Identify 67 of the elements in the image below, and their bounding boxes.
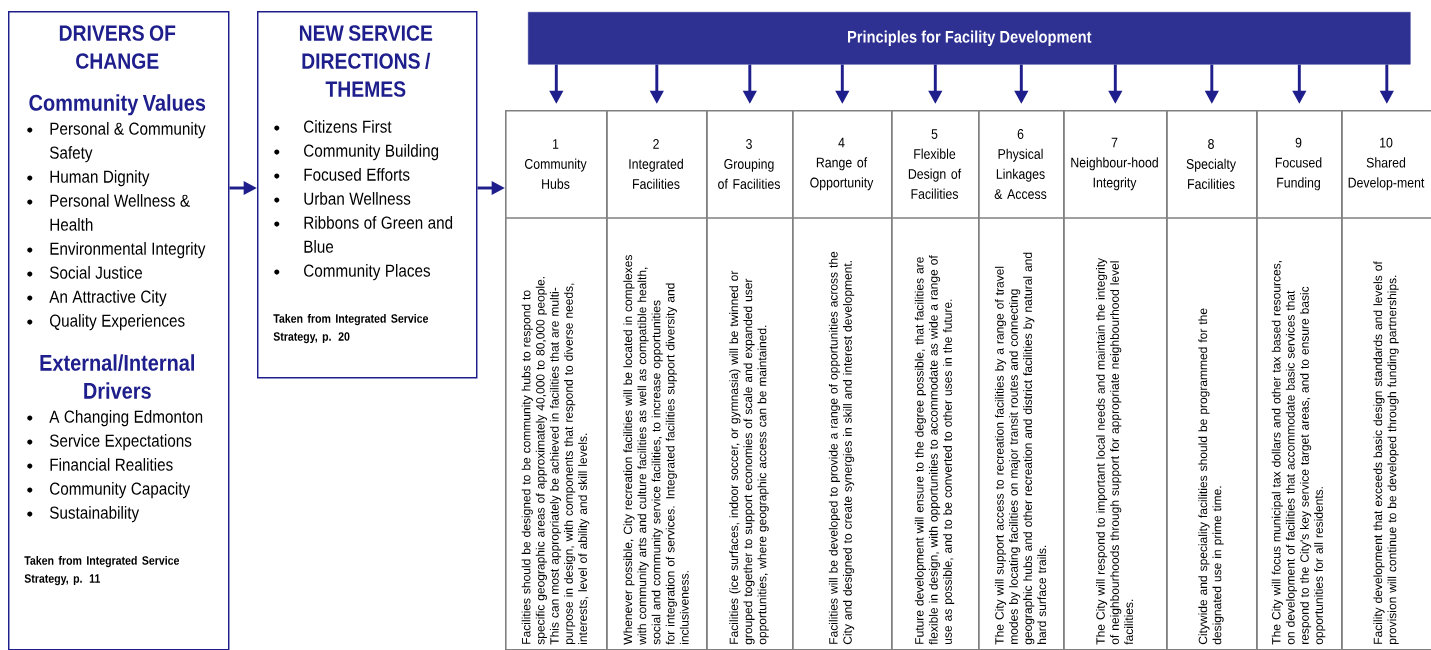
- column-number: 7: [1111, 137, 1118, 148]
- principle-text: The City will support access to recreation facilities by a range of travel modes by locating facilities on major transit routes and connecting geographic hubs and other recreation and district facilities by natural and hard surface trails.: [994, 252, 1047, 645]
- principle-column: [890, 110, 980, 650]
- principle-column: [705, 110, 794, 650]
- bullet-item: Personal Wellness & Health: [27, 194, 190, 231]
- principle-column: [1255, 110, 1343, 650]
- principle-text: Whenever possible, City recreation facilities will be located in complexes with community arts and culture facilities as well as compatible health, social and community service facilities, to increase opportunities for integration of services. Integrated facilities support diversity and inclusiveness.: [623, 255, 689, 645]
- principle-text: The City will focus municipal tax dollars and other tax based resources, on development of facilities that accommodate basic services that respond to the City's key service target areas, and to ensure basic opportunities for all residents.: [1271, 261, 1326, 645]
- bullet-item: Citizens First: [274, 120, 392, 133]
- bullet-item: Ribbons of Green and Blue: [274, 216, 453, 253]
- bullet-item: Urban Wellness: [274, 192, 411, 205]
- panel-title: DRIVERS OF CHANGE: [59, 25, 176, 69]
- bullet-item: Financial Realities: [27, 458, 173, 471]
- bullet-item: Environmental Integrity: [27, 242, 206, 259]
- column-number: 3: [746, 139, 752, 149]
- bullet-item: Quality Experiences: [27, 314, 185, 331]
- column-heading: Specialty Facilities: [1186, 158, 1236, 189]
- column-heading: Focused Funding: [1275, 157, 1322, 191]
- bullet-item: Personal & Community Safety: [27, 122, 206, 163]
- principle-text: The City will respond to important local needs and maintain the integrity of neighbourhoods through support for appropriate neighbourhood level facilities.: [1095, 258, 1134, 645]
- bullet-item: Service Expectations: [27, 434, 192, 451]
- column-number: 4: [838, 137, 845, 148]
- principle-text: Facility development that exceeds basic design standards and levels of provision will continue to be developed through funding partnerships.: [1373, 261, 1399, 644]
- section-heading: External/Internal Drivers: [40, 354, 194, 399]
- panel-title: NEW SERVICE DIRECTIONS / THEMES: [299, 25, 433, 97]
- bullet-item: Focused Efforts: [274, 168, 410, 181]
- column-number: 2: [653, 139, 659, 149]
- column-number: 5: [931, 129, 938, 139]
- principle-column: [605, 110, 708, 650]
- column-heading: Neighbour-hood Integrity: [1071, 157, 1158, 191]
- column-number: 10: [1380, 137, 1393, 148]
- bullet-item: Social Justice: [27, 266, 143, 279]
- principle-text: Facilities will be developed to provide a range of opportunities across the City and designed to create synergies in skill and interest development.: [828, 251, 855, 645]
- column-heading: Grouping of Facilities: [718, 158, 780, 189]
- principle-column: [791, 110, 893, 650]
- bullet-item: Sustainability: [27, 506, 140, 523]
- column-heading: Community Hubs: [525, 158, 587, 189]
- bullet-item: An Attractive City: [27, 290, 167, 307]
- principle-column: [977, 110, 1065, 650]
- principle-column: [1340, 110, 1431, 650]
- panel-box: [257, 11, 478, 379]
- principle-text: Future development will ensure to the degree possible, that facilities are flexible in design, with opportunities to accommodate as wide a range of use as possible, and to be converted to other uses in the future.: [914, 255, 955, 645]
- column-heading: Flexible Design of Facilities: [908, 148, 962, 199]
- section-heading: Community Values: [29, 94, 206, 116]
- column-heading: Shared Develop-ment: [1348, 157, 1425, 191]
- principle-text: Facilities should be designed to be community hubs to respond to specific geographic areas of approximately 40,000 to 80,000 people. This can most appropriately be achieved in facilities that are multi-purpose in design, with components that respond to diverse needs, interests, level of ability and skill levels.: [521, 277, 590, 645]
- source-note: Taken from Integrated Service Strategy, p. 11: [24, 555, 180, 586]
- bullet-item: Human Dignity: [27, 170, 150, 187]
- column-heading: Integrated Facilities: [629, 158, 683, 189]
- principle-column: [1062, 110, 1168, 650]
- source-note: Taken from Integrated Service Strategy, p. 20: [273, 313, 429, 344]
- principle-column: [1165, 110, 1258, 650]
- panel-box: [8, 11, 230, 650]
- principle-column: [504, 110, 608, 650]
- bullet-item: A Changing Edmonton: [27, 410, 203, 427]
- principle-text: Facilities (ice surfaces, indoor soccer, or gymnasia) will be twinned or grouped together to support economies of scale and expanded user opportunities, where geographic access can be maintained.: [729, 270, 769, 645]
- bullet-item: Community Building: [274, 144, 439, 161]
- column-number: 9: [1295, 137, 1302, 148]
- bullet-item: Community Capacity: [27, 482, 191, 499]
- column-heading: Physical Linkages & Access: [994, 148, 1047, 199]
- column-number: 8: [1208, 139, 1214, 149]
- column-number: 6: [1017, 129, 1024, 139]
- principle-text: Citywide and speciality facilities should be programmed for the designated use in prime time.: [1198, 308, 1224, 645]
- banner: Principles for Facility Development: [528, 12, 1411, 65]
- column-heading: Range of Opportunity: [810, 157, 874, 191]
- column-number: 1: [553, 139, 559, 149]
- bullet-item: Community Places: [274, 264, 431, 281]
